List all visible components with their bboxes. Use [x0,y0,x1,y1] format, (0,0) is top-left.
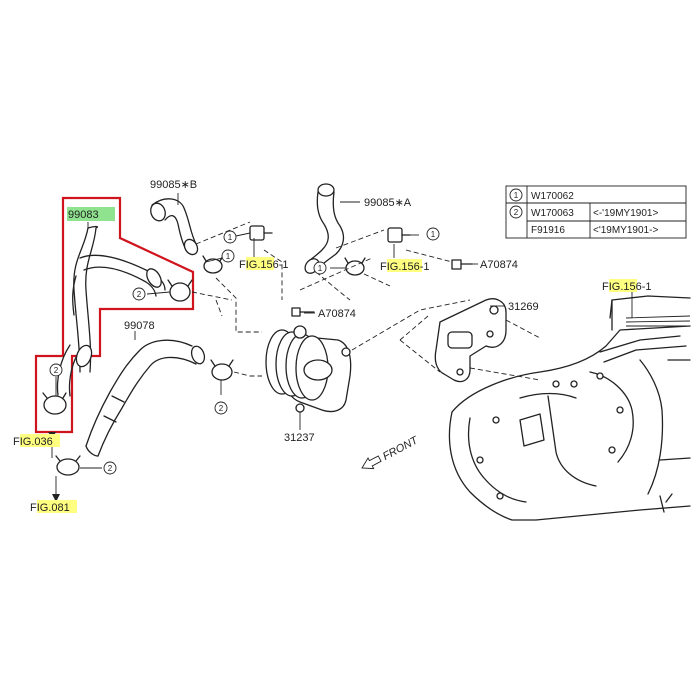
svg-text:FIG.036: FIG.036 [13,436,53,448]
highlight-outline-99083 [34,196,195,434]
marker-1-a-clamp: 1 [313,261,327,275]
hose-99078 [85,339,206,457]
marker-2-99078-lower: 2 [103,461,117,475]
fig-highlighted: IG.081 [37,502,70,514]
fig-highlight [387,259,422,272]
svg-text:2: 2 [137,290,142,299]
fitting-left [249,225,273,241]
figure-ref-156-b[interactable]: FIG.156-1 [380,259,430,273]
clamp-upper [167,279,193,302]
front-arrow-icon [361,455,382,470]
svg-text:FIG.156-1: FIG.156-1 [239,259,289,271]
part-number-99085-b[interactable]: 99085∗B [150,179,197,191]
part-number-99085-a[interactable]: 99085∗A [364,197,412,209]
legend-part: W170063 [531,208,574,219]
part-number-a70874-left[interactable]: A70874 [318,308,356,320]
fig-highlighted: IG.156 [387,261,420,273]
hose-99085-a [304,183,345,274]
svg-text:2: 2 [54,366,59,375]
svg-text:1: 1 [226,252,231,261]
fig-suffix: 6-1 [273,259,289,271]
fig-suffix: 6-1 [636,281,652,293]
marker-1-left: 1 [223,230,237,244]
fig-highlighted: IG.036 [20,436,53,448]
clamp-a [344,257,366,276]
legend-note: <-'19MY1901> [593,208,658,219]
oil-cooler-31237 [265,325,352,413]
svg-text:FIG.156-1: FIG.156-1 [602,281,652,293]
clamp-99078-lower [55,455,81,476]
svg-text:2: 2 [219,404,224,413]
figure-ref-036[interactable]: FIG.036 [13,434,60,448]
figure-ref-156-a[interactable]: FIG.156-1 [239,257,289,271]
fig-highlight [609,279,637,292]
svg-text:2: 2 [514,208,519,217]
front-direction-indicator: FRONT [361,434,421,470]
fig-prefix: F [380,261,387,273]
bolt-a70874-right [451,259,473,270]
svg-text:1: 1 [431,230,436,239]
fig-highlight [246,257,274,270]
legend-row-2: 2 W170063 <-'19MY1901> [509,205,658,219]
part-number-99083[interactable]: 99083 [68,209,99,221]
svg-text:2: 2 [108,464,113,473]
legend-row-1: 1 W170062 [509,188,574,202]
svg-text:1: 1 [228,233,233,242]
svg-text:1: 1 [514,191,519,200]
hose-99085-b [150,198,199,256]
legend-part: W170062 [531,191,574,202]
part-number-99078[interactable]: 99078 [124,320,155,332]
fig-prefix: F [239,259,246,271]
fig-highlighted: IG.15 [609,281,636,293]
fig-highlight [37,500,77,513]
part-number-a70874-right[interactable]: A70874 [480,259,518,271]
marker-1-b-clamp: 1 [221,249,235,263]
svg-text:FIG.156-1: FIG.156-1 [380,261,430,273]
fig-suffix: -1 [420,261,430,273]
fitting-right [387,227,411,243]
part-number-31269[interactable]: 31269 [508,301,539,313]
svg-text:FIG.081: FIG.081 [30,502,70,514]
front-label: FRONT [381,434,421,463]
bracket-31269 [434,298,507,383]
clamp-99078-upper [210,359,234,381]
marker-2-99078-upper: 2 [214,401,228,415]
fig-prefix: F [30,502,37,514]
fig-highlighted: IG.15 [246,259,273,271]
figure-ref-156-c[interactable]: FIG.156-1 [602,279,652,293]
fig-highlight [20,434,60,447]
legend-table: 1 W170062 2 W170063 <-'19MY1901> F91916 … [505,185,687,239]
fig-prefix: F [602,281,609,293]
part-number-31237[interactable]: 31237 [284,432,315,444]
bolt-a70874-left [291,307,315,317]
legend-note: <'19MY1901-> [593,225,658,236]
marker-2-upper-clamp: 2 [132,287,146,301]
connection-lines [191,221,541,381]
marker-2-lower-clamp: 2 [49,363,63,377]
legend-row-3: F91916 <'19MY1901-> [531,225,658,236]
marker-1-right: 1 [426,227,440,241]
part-number-highlight [67,207,115,221]
arrowhead-fig081 [52,494,60,502]
fig-prefix: F [13,436,20,448]
hose-99083 [56,225,166,397]
transmission-case [448,295,691,521]
figure-ref-081[interactable]: FIG.081 [30,500,77,514]
clamp-lower [42,392,67,415]
svg-text:1: 1 [318,264,323,273]
legend-part: F91916 [531,225,565,236]
